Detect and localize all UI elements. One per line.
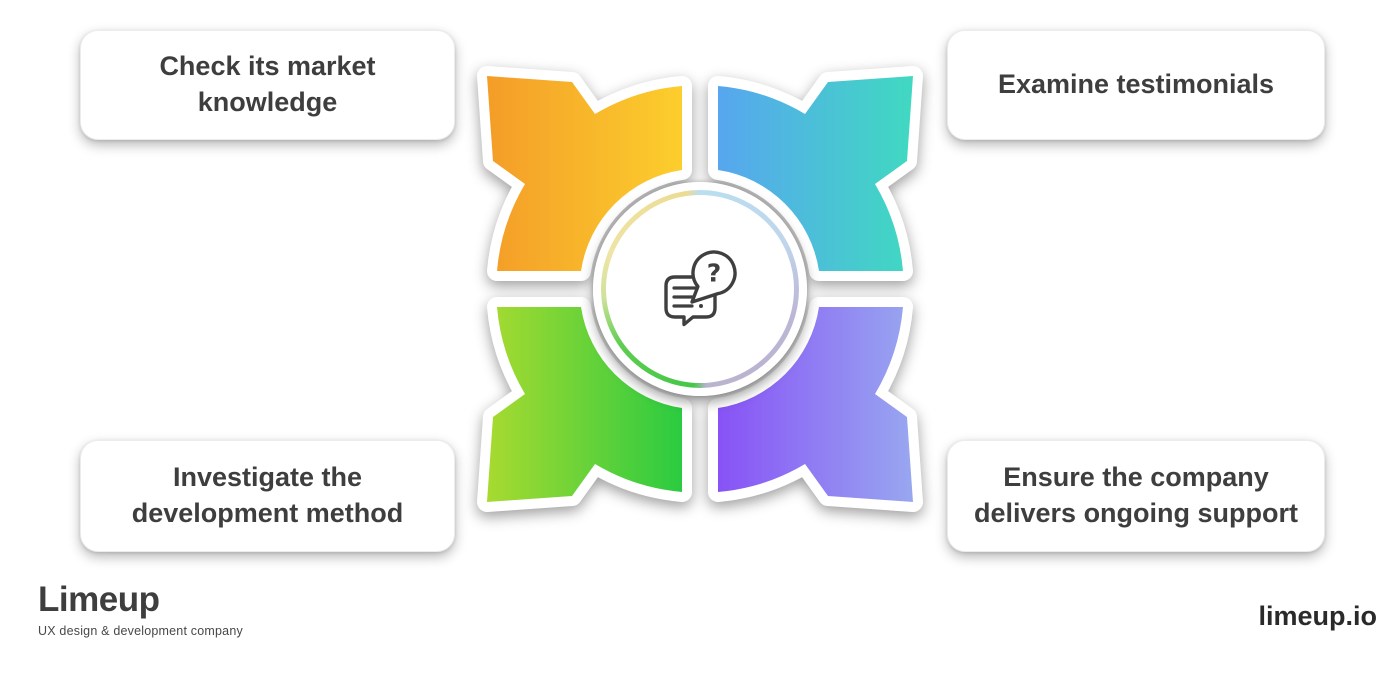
card-label: Examine testimonials: [997, 69, 1275, 100]
card-market-knowledge: Check its market knowledge: [80, 30, 455, 140]
card-development-method: Investigate the development method: [80, 440, 455, 552]
logo-wordmark: Limeup: [38, 580, 160, 619]
chat-question-icon: ?: [664, 250, 737, 327]
logo-tagline: UX design & development company: [38, 624, 243, 638]
arrow-down-right: [708, 297, 923, 512]
card-testimonials: Examine testimonials: [947, 30, 1325, 140]
card-label: Ensure the company delivers ongoing supp…: [974, 462, 1299, 528]
arrow-up-right: [708, 66, 923, 281]
card-label: Check its market knowledge: [159, 51, 376, 117]
center-circle: ?: [593, 182, 807, 396]
card-label: Investigate the development method: [131, 462, 404, 528]
limeup-logo: Limeup UX design & development company: [38, 582, 243, 638]
question-mark: ?: [707, 259, 722, 288]
arrow-down-left: [477, 297, 692, 512]
card-ongoing-support: Ensure the company delivers ongoing supp…: [947, 440, 1325, 552]
website-url: limeup.io: [1258, 601, 1377, 631]
arrow-up-left: [477, 66, 692, 281]
question-bubble-icon: [690, 250, 737, 304]
speech-bubble-dot: [699, 304, 703, 308]
